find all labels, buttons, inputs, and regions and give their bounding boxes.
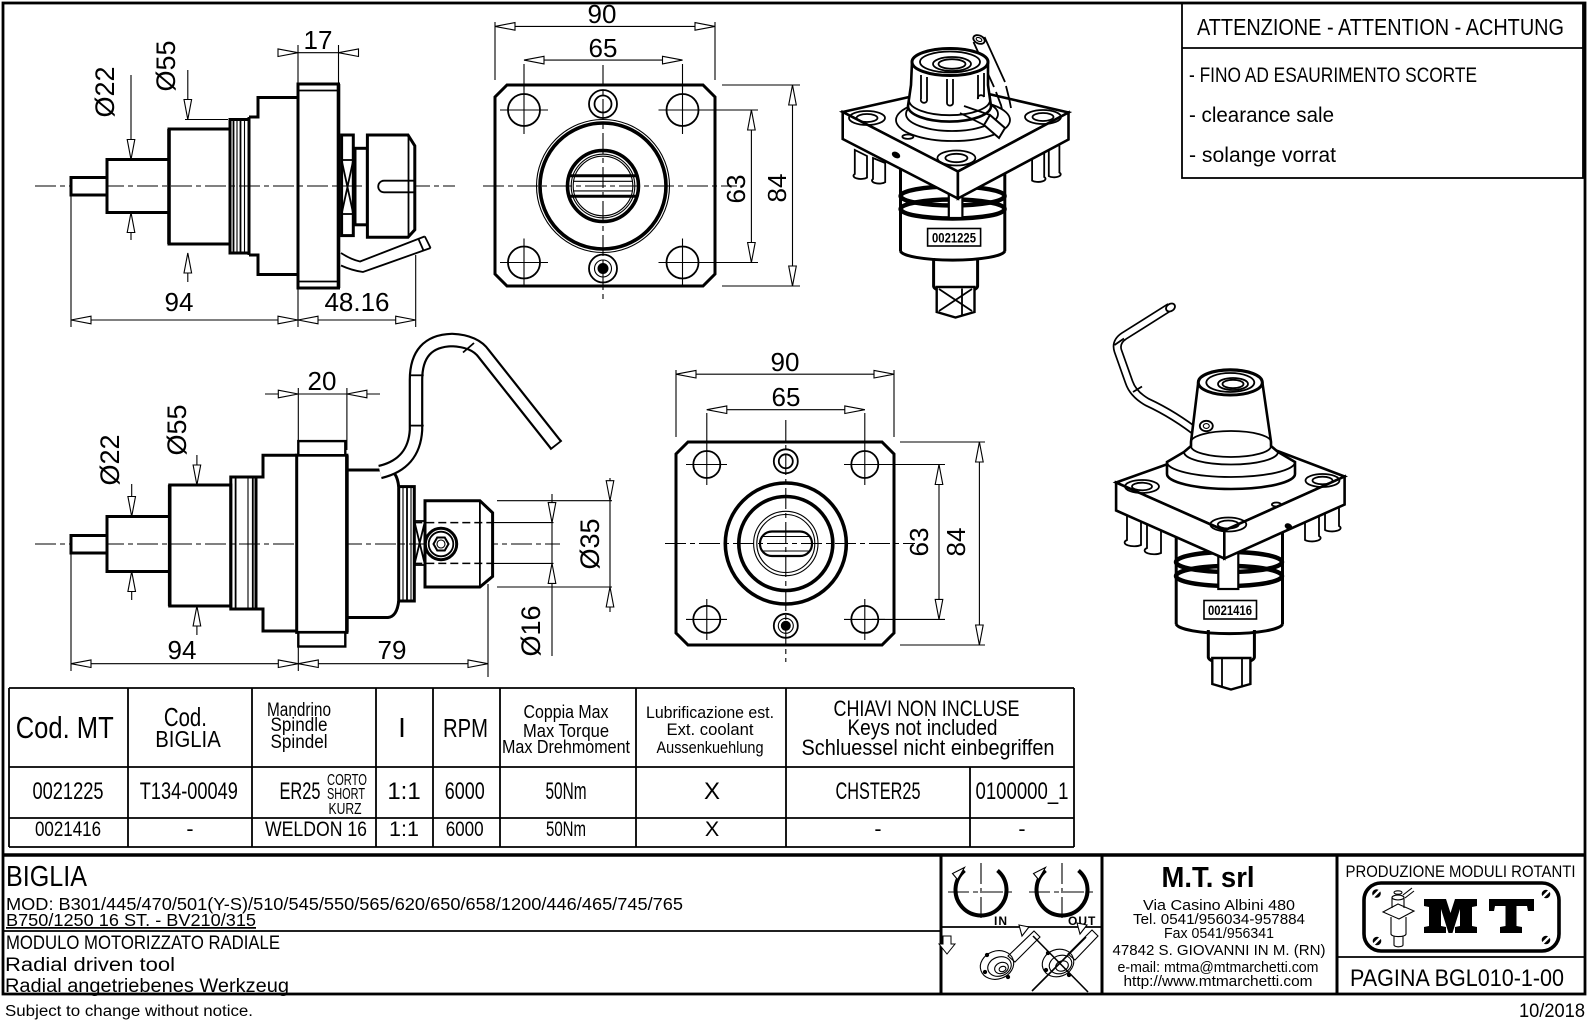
svg-text:PAGINA BGL010-1-00: PAGINA BGL010-1-00 [1350, 965, 1564, 992]
svg-text:CHSTER25: CHSTER25 [836, 778, 921, 805]
svg-text:ATTENZIONE - ATTENTION - ACHTU: ATTENZIONE - ATTENTION - ACHTUNG [1197, 14, 1564, 40]
svg-text:79: 79 [378, 635, 407, 665]
svg-text:MOD: B301/445/470/501(Y-S)/510: MOD: B301/445/470/501(Y-S)/510/545/550/5… [6, 894, 683, 914]
svg-text:- FINO AD ESAURIMENTO SCORTE: - FINO AD ESAURIMENTO SCORTE [1189, 64, 1477, 87]
svg-text:0100000_1: 0100000_1 [976, 778, 1069, 805]
svg-text:65: 65 [772, 382, 801, 412]
svg-text:CORTO: CORTO [327, 772, 367, 789]
svg-text:Mandrino: Mandrino [267, 700, 331, 721]
svg-text:50Nm: 50Nm [546, 817, 586, 841]
svg-text:e-mail: mtma@mtmarchetti.com: e-mail: mtma@mtmarchetti.com [1118, 960, 1319, 976]
svg-text:- clearance sale: - clearance sale [1189, 104, 1334, 127]
svg-text:RPM: RPM [443, 713, 488, 743]
svg-text:I: I [398, 712, 406, 743]
svg-text:Ø16: Ø16 [516, 605, 546, 656]
svg-text:Tel. 0541/956034-957884: Tel. 0541/956034-957884 [1133, 912, 1305, 928]
svg-text:Max Torque: Max Torque [523, 721, 609, 741]
svg-text:1:1: 1:1 [387, 778, 420, 805]
svg-text:1:1: 1:1 [389, 817, 419, 841]
svg-text:MODULO MOTORIZZATO RADIALE: MODULO MOTORIZZATO RADIALE [6, 933, 280, 954]
svg-text:B750/1250 16 ST. - BV210/315: B750/1250 16 ST. - BV210/315 [6, 910, 256, 930]
svg-text:-: - [186, 817, 193, 841]
svg-text:PRODUZIONE MODULI ROTANTI: PRODUZIONE MODULI ROTANTI [1346, 862, 1576, 881]
svg-text:IN: IN [994, 914, 1008, 928]
svg-text:47842 S. GIOVANNI IN M. (RN): 47842 S. GIOVANNI IN M. (RN) [1113, 943, 1326, 959]
svg-text:Cod.: Cod. [164, 702, 207, 732]
svg-text:0021416: 0021416 [1208, 602, 1252, 618]
svg-text:Max Drehmoment: Max Drehmoment [502, 737, 630, 757]
svg-text:Cod. MT: Cod. MT [16, 710, 114, 745]
svg-text:6000: 6000 [446, 817, 484, 841]
svg-text:17: 17 [304, 25, 333, 55]
svg-text:WELDON 16: WELDON 16 [265, 817, 367, 841]
svg-text:63: 63 [904, 528, 934, 557]
svg-text:Keys not included: Keys not included [848, 715, 998, 740]
svg-text:Spindel: Spindel [271, 732, 328, 753]
svg-text:OUT: OUT [1068, 914, 1096, 928]
svg-text:M.T. srl: M.T. srl [1162, 862, 1255, 894]
svg-text:-: - [874, 817, 881, 841]
svg-text:84: 84 [941, 528, 971, 557]
svg-text:Ø55: Ø55 [162, 404, 192, 455]
svg-text:0021225: 0021225 [33, 778, 104, 805]
svg-text:-: - [1018, 817, 1025, 841]
svg-text:65: 65 [589, 33, 618, 63]
svg-text:Via Casino Albini 480: Via Casino Albini 480 [1143, 898, 1295, 914]
svg-text:0021416: 0021416 [35, 817, 101, 841]
svg-text:0021225: 0021225 [932, 230, 976, 246]
svg-text:Ext. coolant: Ext. coolant [667, 720, 754, 739]
svg-text:KURZ: KURZ [329, 801, 362, 818]
svg-text:Subject to change without noti: Subject to change without notice. [5, 1003, 253, 1020]
svg-text:63: 63 [721, 175, 751, 204]
svg-text:Lubrificazione est.: Lubrificazione est. [646, 703, 774, 722]
svg-text:Ø35: Ø35 [575, 518, 605, 569]
svg-text:Coppia Max: Coppia Max [524, 702, 609, 722]
svg-text:BIGLIA: BIGLIA [155, 726, 221, 752]
svg-text:X: X [705, 817, 719, 841]
svg-text:Ø55: Ø55 [151, 40, 181, 91]
svg-text:50Nm: 50Nm [546, 778, 587, 805]
svg-text:94: 94 [165, 287, 194, 317]
svg-text:90: 90 [771, 347, 800, 377]
svg-text:20: 20 [308, 366, 337, 396]
svg-text:Ø22: Ø22 [90, 66, 120, 117]
svg-text:X: X [704, 778, 720, 805]
svg-text:Radial driven tool: Radial driven tool [5, 955, 175, 976]
svg-text:48.16: 48.16 [324, 287, 389, 317]
svg-text:CHIAVI NON INCLUSE: CHIAVI NON INCLUSE [834, 696, 1020, 721]
svg-text:http://www.mtmarchetti.com: http://www.mtmarchetti.com [1124, 974, 1313, 990]
svg-text:Fax 0541/956341: Fax 0541/956341 [1164, 926, 1274, 942]
svg-text:Aussenkuehlung: Aussenkuehlung [657, 738, 764, 757]
svg-text:Schluessel nicht einbegriffen: Schluessel nicht einbegriffen [802, 735, 1055, 760]
svg-text:6000: 6000 [445, 778, 485, 805]
svg-text:10/2018: 10/2018 [1519, 1000, 1585, 1022]
svg-text:90: 90 [588, 0, 617, 29]
svg-text:- solange vorrat: - solange vorrat [1189, 144, 1336, 167]
svg-text:Spindle: Spindle [271, 715, 328, 736]
svg-text:SHORT: SHORT [327, 786, 365, 803]
svg-text:ER25: ER25 [280, 778, 321, 805]
svg-text:BIGLIA: BIGLIA [6, 861, 88, 893]
svg-text:94: 94 [168, 635, 197, 665]
svg-text:T134-00049: T134-00049 [140, 778, 238, 805]
svg-text:84: 84 [762, 174, 792, 203]
svg-text:Ø22: Ø22 [95, 434, 125, 485]
svg-text:Radial angetriebenes Werkzeug: Radial angetriebenes Werkzeug [5, 976, 289, 997]
